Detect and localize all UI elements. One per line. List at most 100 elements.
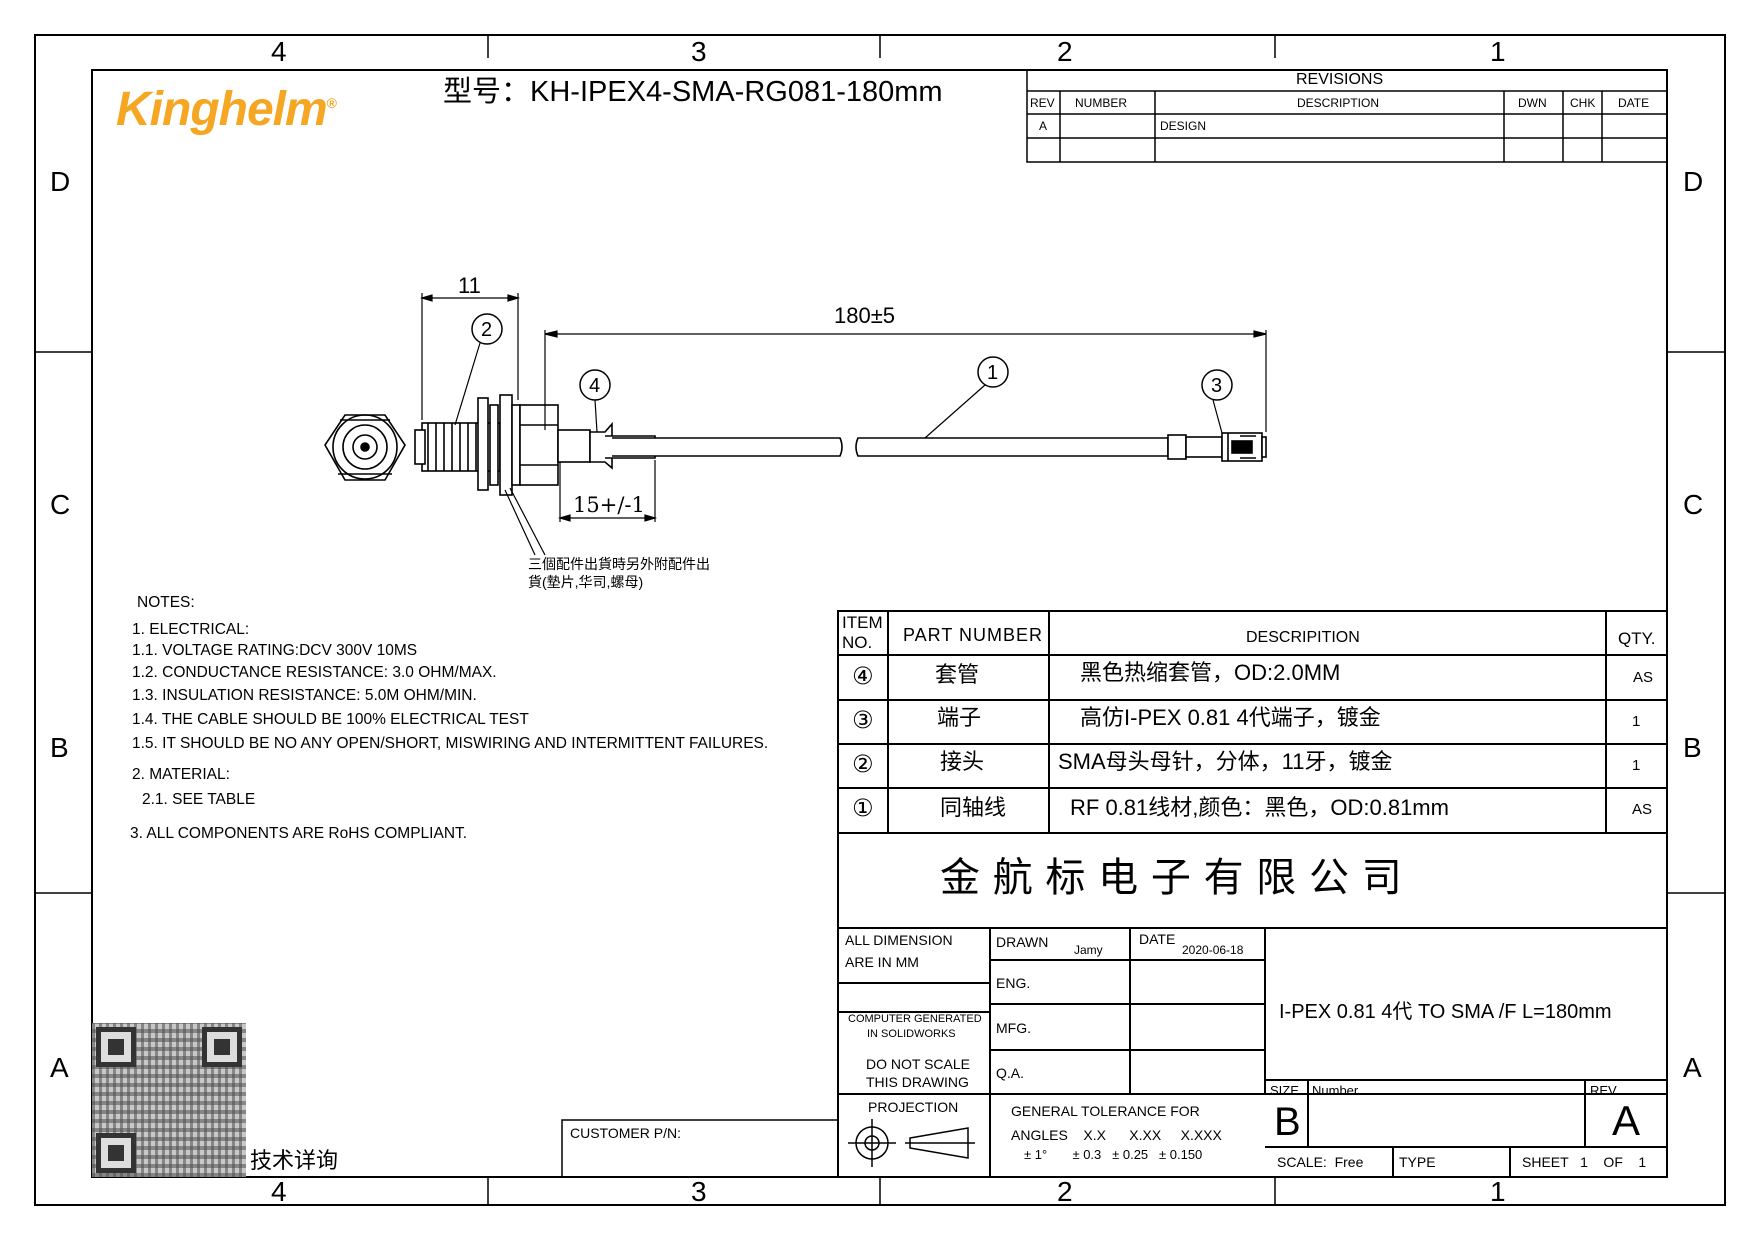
tolerance-values: ± 1° ± 0.3 ± 0.25 ± 0.150 [1024, 1147, 1203, 1162]
bom-qty: 1 [1632, 713, 1641, 730]
zone-row-label: D [1683, 166, 1704, 197]
customer-pn-box [561, 1119, 839, 1178]
bom-header-item: NO. [842, 633, 873, 652]
zone-col-label: 2 [1057, 1176, 1073, 1207]
accessory-note: 三個配件出貨時另外附配件出 [528, 556, 710, 572]
size-label: SIZE [1270, 1083, 1299, 1098]
bom-header-qty: QTY. [1618, 629, 1656, 648]
zone-row-label: A [50, 1052, 69, 1083]
drawing-date: 2020-06-18 [1182, 943, 1244, 957]
notes-title: NOTES: [137, 594, 195, 611]
size-value: B [1274, 1100, 1301, 1144]
in-solidworks-label: IN SOLIDWORKS [867, 1028, 956, 1040]
bom-qty: 1 [1632, 757, 1641, 774]
qr-code-icon[interactable] [92, 1023, 246, 1177]
zone-row-label: B [1683, 732, 1702, 763]
customer-pn-label: CUSTOMER P/N: [570, 1125, 681, 1141]
ipex-terminal [1167, 432, 1267, 462]
rev-col-header: DWN [1518, 96, 1547, 110]
tolerance-labels: ANGLES X.X X.XX X.XXX [1011, 1127, 1222, 1143]
are-in-mm-label: ARE IN MM [845, 954, 919, 970]
sma-threaded-body [414, 394, 591, 496]
drawn-label: DRAWN [996, 934, 1049, 950]
zone-col-label: 1 [1490, 1176, 1506, 1207]
number-label: Number [1312, 1083, 1359, 1098]
rev-cell: DESIGN [1160, 119, 1207, 133]
bom-part: 套管 [935, 662, 980, 687]
balloon-2 [471, 313, 503, 345]
do-not-scale-label: DO NOT SCALE [866, 1056, 970, 1072]
bom-item: ③ [852, 707, 874, 734]
bom-qty: AS [1632, 801, 1653, 818]
balloon-label: 4 [589, 375, 601, 397]
brand-logo: Kinghelm® [116, 83, 337, 136]
mfg-label: MFG. [996, 1020, 1031, 1036]
balloon-1 [977, 356, 1009, 388]
bom-header-desc: DESCRIPITION [1246, 629, 1360, 646]
note-line: 1. ELECTRICAL: [132, 621, 250, 638]
bom-header-item: ITEM [842, 613, 883, 632]
sheet-label: SHEET 1 OF 1 [1522, 1154, 1647, 1170]
zone-col-label: 1 [1490, 36, 1506, 67]
coax-cable-right [855, 437, 1169, 457]
projection-label: PROJECTION [868, 1099, 959, 1115]
brand-name: Kinghelm [116, 83, 328, 136]
this-drawing-label: THIS DRAWING [866, 1074, 969, 1090]
bom-item: ② [852, 751, 874, 778]
bom-item: ④ [852, 663, 874, 690]
rev-value: A [1612, 1097, 1641, 1144]
bom-qty: AS [1633, 669, 1654, 686]
note-line: 2. MATERIAL: [132, 766, 230, 783]
note-line: 1.4. THE CABLE SHOULD BE 100% ELECTRICAL… [132, 711, 529, 728]
zone-row-label: A [1683, 1052, 1702, 1083]
bom-item: ① [852, 795, 874, 822]
rev-col-header: DATE [1618, 96, 1650, 110]
registered-mark: ® [326, 95, 337, 111]
rev-col-header: NUMBER [1075, 96, 1128, 110]
balloon-label: 2 [481, 319, 493, 341]
scale-label: SCALE: Free [1277, 1154, 1364, 1170]
bom-desc: 高仿I-PEX 0.81 4代端子，镀金 [1080, 705, 1381, 730]
dimension-lines [419, 293, 1267, 522]
zone-row-label: C [50, 489, 71, 520]
rev-label: REV [1590, 1083, 1617, 1098]
revisions-grid [1026, 69, 1668, 163]
bom-header-part: PART NUMBER [903, 625, 1044, 645]
balloon-3 [1201, 369, 1233, 401]
dim-connector-length: 11 [458, 273, 481, 298]
bom-desc: SMA母头母针，分体，11牙，镀金 [1058, 749, 1393, 774]
note-line: 1.5. IT SHOULD BE NO ANY OPEN/SHORT, MIS… [132, 735, 769, 752]
eng-label: ENG. [996, 975, 1031, 991]
rev-col-header: DESCRIPTION [1297, 96, 1380, 110]
zone-col-label: 4 [271, 1176, 287, 1207]
item-balloons [471, 313, 1233, 401]
computer-generated-label: COMPUTER GENERATED [848, 1013, 982, 1025]
drawing-title: I-PEX 0.81 4代 TO SMA /F L=180mm [1279, 1001, 1612, 1023]
bom-part: 端子 [937, 705, 982, 730]
zone-col-label: 2 [1057, 36, 1073, 67]
dim-cable-length: 180±5 [834, 303, 896, 328]
rev-col-header: CHK [1570, 96, 1596, 110]
zone-row-label: C [1683, 489, 1704, 520]
note-line: 1.3. INSULATION RESISTANCE: 5.0M OHM/MIN… [132, 687, 477, 704]
balloon-label: 1 [987, 362, 999, 384]
note-line: 3. ALL COMPONENTS ARE RoHS COMPLIANT. [130, 825, 468, 842]
zone-row-label: D [50, 166, 71, 197]
zone-col-label: 3 [691, 36, 707, 67]
revisions-title: REVISIONS [1296, 71, 1384, 88]
note-line: 1.1. VOLTAGE RATING:DCV 300V 10MS [132, 642, 418, 659]
title-block-grid [837, 832, 1668, 1178]
bom-desc: 黑色热缩套管，OD:2.0MM [1080, 660, 1341, 685]
all-dimension-label: ALL DIMENSION [845, 932, 953, 948]
projection-symbol-icon [848, 1119, 975, 1167]
dim-sleeve-length: 15+/-1 [573, 493, 645, 517]
qa-label: Q.A. [996, 1065, 1025, 1081]
rev-col-header: REV [1030, 96, 1055, 110]
note-line: 1.2. CONDUCTANCE RESISTANCE: 3.0 OHM/MAX… [132, 664, 497, 681]
zone-row-label: B [50, 732, 69, 763]
qr-caption: 技术详询 [250, 1148, 339, 1173]
type-label: TYPE [1399, 1154, 1436, 1170]
model-number: 型号：KH-IPEX4-SMA-RG081-180mm [443, 76, 943, 108]
rev-cell: A [1039, 119, 1048, 133]
